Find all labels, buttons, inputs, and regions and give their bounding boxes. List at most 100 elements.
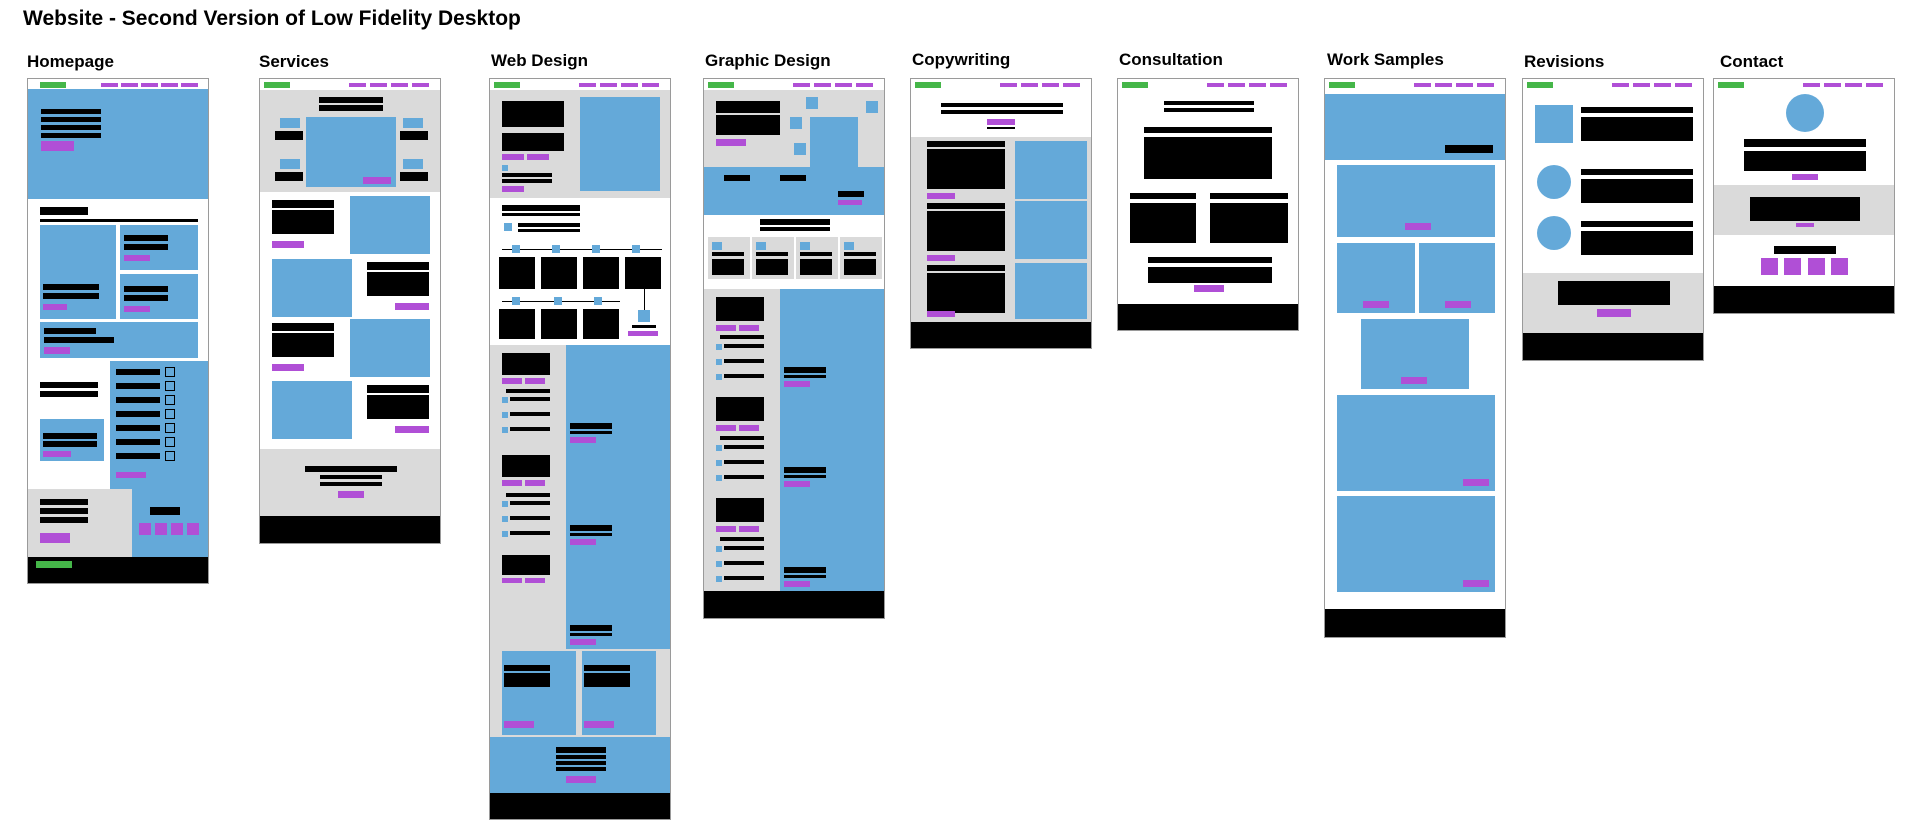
text-line — [1144, 127, 1272, 133]
feature-panel — [780, 289, 884, 591]
page-label-web-design: Web Design — [491, 51, 588, 70]
text-line — [584, 665, 630, 671]
step-box — [625, 257, 661, 289]
hero-caption — [1445, 145, 1493, 153]
sample-image — [1015, 263, 1087, 319]
text-line — [40, 382, 98, 388]
text-block — [367, 272, 429, 296]
text-line — [720, 335, 764, 339]
feature-button — [739, 526, 759, 532]
avatar — [1537, 165, 1571, 199]
text-line — [756, 252, 788, 256]
text-line — [927, 141, 1005, 147]
text-line — [844, 252, 876, 256]
shape-icon — [866, 101, 878, 113]
text-line — [570, 625, 612, 631]
timeline-node-icon — [552, 245, 560, 253]
text-line — [510, 412, 550, 416]
bullet-icon — [716, 359, 722, 365]
nav-item — [1845, 83, 1862, 87]
service-button — [272, 241, 304, 248]
text-line — [780, 175, 806, 181]
text-line — [724, 576, 764, 580]
list-row — [116, 369, 160, 375]
pricing-button — [584, 721, 614, 728]
checkbox-icon — [165, 437, 175, 447]
hero-text — [41, 117, 101, 122]
timeline-node-icon — [592, 245, 600, 253]
text-block — [1130, 203, 1196, 243]
text-block — [1148, 267, 1272, 283]
social-icon — [187, 523, 199, 535]
card-text — [43, 284, 99, 290]
thumb-icon — [756, 242, 766, 250]
timeline-node-icon — [554, 297, 562, 305]
sample-button — [1445, 301, 1471, 308]
text-line — [784, 567, 826, 573]
sample-image — [1015, 201, 1087, 259]
nav-item — [1435, 83, 1452, 87]
nav-item — [1207, 83, 1224, 87]
feature-button — [502, 378, 522, 384]
text-line — [40, 517, 88, 523]
sample-button — [1401, 377, 1427, 384]
text-line — [502, 173, 552, 177]
sample-button — [1463, 580, 1489, 587]
nav-item — [1654, 83, 1671, 87]
feature-button — [525, 480, 545, 486]
text-line — [570, 533, 612, 536]
footer — [704, 591, 884, 618]
text-block — [800, 259, 832, 275]
avatar — [1537, 216, 1571, 250]
bullet-icon — [716, 445, 722, 451]
wireframe-services — [259, 78, 441, 544]
text-block — [927, 211, 1005, 251]
card-text — [124, 235, 168, 241]
service-image — [350, 196, 430, 254]
list-row — [116, 383, 160, 389]
text-line — [987, 127, 1015, 129]
text-block — [1581, 231, 1693, 255]
footer-logo — [36, 561, 72, 568]
checkbox-icon — [165, 395, 175, 405]
card-text — [124, 244, 168, 250]
hero-button — [716, 139, 746, 146]
footer — [260, 516, 440, 543]
text-line — [40, 391, 98, 397]
wide-card-text — [44, 337, 114, 343]
sample-image — [1015, 141, 1087, 199]
list-row — [116, 453, 160, 459]
text-line — [556, 761, 606, 765]
text-line — [1774, 246, 1836, 254]
text-line — [510, 501, 550, 505]
nav-item — [1803, 83, 1820, 87]
checkbox-icon — [165, 423, 175, 433]
nav-item — [349, 83, 366, 87]
text-line — [838, 191, 864, 197]
bullet-icon — [504, 223, 512, 231]
social-icon — [171, 523, 183, 535]
logo-placeholder — [1527, 82, 1553, 88]
nav-item — [1228, 83, 1245, 87]
logo-placeholder — [1122, 82, 1148, 88]
step-button — [628, 331, 658, 336]
service-icon — [280, 159, 300, 169]
service-button — [272, 364, 304, 371]
feature-button — [739, 425, 759, 431]
bullet-icon — [716, 374, 722, 380]
page-label-graphic-design: Graphic Design — [705, 51, 831, 70]
text-line — [927, 203, 1005, 209]
nav-item — [1477, 83, 1494, 87]
panel-button — [784, 381, 810, 387]
text-block — [716, 101, 780, 113]
timeline-node-icon — [594, 297, 602, 305]
text-line — [760, 227, 830, 231]
page-label-homepage: Homepage — [27, 52, 114, 71]
text-line — [712, 252, 744, 256]
bullet-icon — [502, 412, 508, 418]
divider — [40, 219, 198, 222]
nav-item — [835, 83, 852, 87]
feature-button — [525, 578, 545, 584]
feature-button — [739, 325, 759, 331]
cta-button — [40, 533, 70, 543]
